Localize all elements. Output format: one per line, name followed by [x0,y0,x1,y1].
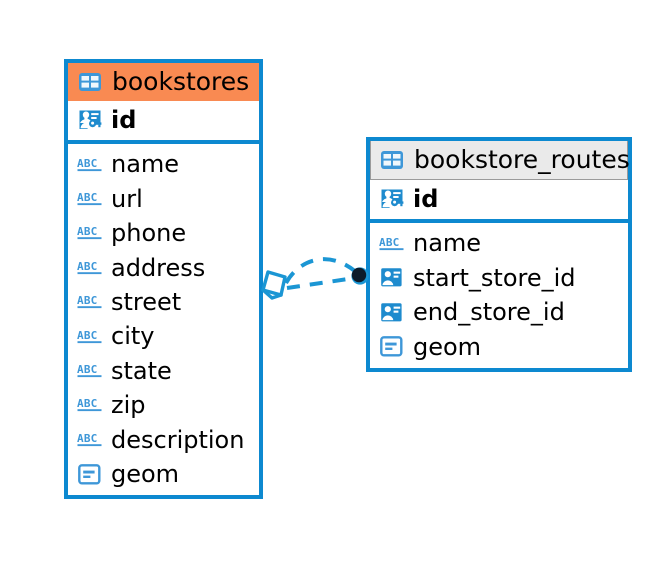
svg-text:ABC: ABC [77,432,97,445]
abc-text-icon: ABC [77,290,103,314]
field-label: geom [413,332,482,361]
primary-key-card-icon [77,108,103,132]
field-label: zip [111,391,146,420]
fields-section-bookstores: ABC name ABC url ABC [68,144,259,495]
field-label: address [111,253,206,282]
field-row-geom[interactable]: geom [370,330,628,364]
svg-text:ABC: ABC [77,363,97,376]
field-row-city[interactable]: ABC city [68,319,259,353]
primary-key-section-bookstore-routes: id [370,180,628,224]
field-label: description [111,425,245,454]
field-row-address[interactable]: ABC address [68,251,259,285]
abc-text-icon: ABC [379,232,405,256]
foreign-key-card-icon [379,300,405,324]
abc-text-icon: ABC [77,221,103,245]
svg-text:ABC: ABC [77,294,97,307]
abc-text-icon: ABC [77,359,103,383]
svg-text:ABC: ABC [77,397,97,410]
table-grid-icon [379,148,405,172]
entity-header-bookstores[interactable]: bookstores [68,63,259,101]
field-label: start_store_id [413,263,576,292]
geometry-icon [77,462,103,486]
diamond-marker [261,270,287,300]
svg-text:ABC: ABC [77,157,97,170]
svg-text:ABC: ABC [379,236,399,249]
fields-section-bookstore-routes: ABC name start_store_id [370,223,628,368]
field-label: id [111,106,137,134]
field-row-phone[interactable]: ABC phone [68,216,259,250]
relationship-line-upper [284,257,358,285]
field-row-primary-key[interactable]: id [68,101,259,140]
field-label: name [111,150,180,179]
entity-name-label: bookstores [112,67,250,96]
field-row-primary-key[interactable]: id [370,180,628,219]
abc-text-icon: ABC [77,393,103,417]
foreign-key-card-icon [379,266,405,290]
abc-text-icon: ABC [77,153,103,177]
field-row-url[interactable]: ABC url [68,182,259,216]
entity-table-bookstore-routes[interactable]: bookstore_routes [366,137,632,372]
svg-text:ABC: ABC [77,225,97,238]
field-row-name[interactable]: ABC name [68,147,259,181]
primary-key-section-bookstores: id [68,101,259,145]
svg-text:ABC: ABC [77,191,97,204]
field-row-end-store-id[interactable]: end_store_id [370,295,628,329]
field-label: phone [111,219,187,248]
entity-table-bookstores[interactable]: bookstores [64,59,263,500]
svg-text:ABC: ABC [77,329,97,342]
geometry-icon [379,335,405,359]
primary-key-card-icon [379,187,405,211]
abc-text-icon: ABC [77,428,103,452]
field-label: id [413,185,439,213]
field-row-geom[interactable]: geom [68,457,259,491]
field-label: city [111,322,155,351]
field-row-name[interactable]: ABC name [370,226,628,260]
entity-name-label: bookstore_routes [414,145,630,174]
abc-text-icon: ABC [77,325,103,349]
field-label: state [111,356,172,385]
field-row-description[interactable]: ABC description [68,423,259,457]
field-row-start-store-id[interactable]: start_store_id [370,261,628,295]
relationship-line-lower [286,276,356,290]
entity-header-bookstore-routes[interactable]: bookstore_routes [370,141,630,180]
field-label: geom [111,459,180,488]
field-row-street[interactable]: ABC street [68,285,259,319]
abc-text-icon: ABC [77,187,103,211]
field-label: name [413,229,482,258]
abc-text-icon: ABC [77,256,103,280]
svg-text:ABC: ABC [77,260,97,273]
table-grid-icon [77,70,103,94]
field-row-state[interactable]: ABC state [68,354,259,388]
field-label: url [111,184,143,213]
field-row-zip[interactable]: ABC zip [68,388,259,422]
field-label: street [111,287,182,316]
field-label: end_store_id [413,298,565,327]
